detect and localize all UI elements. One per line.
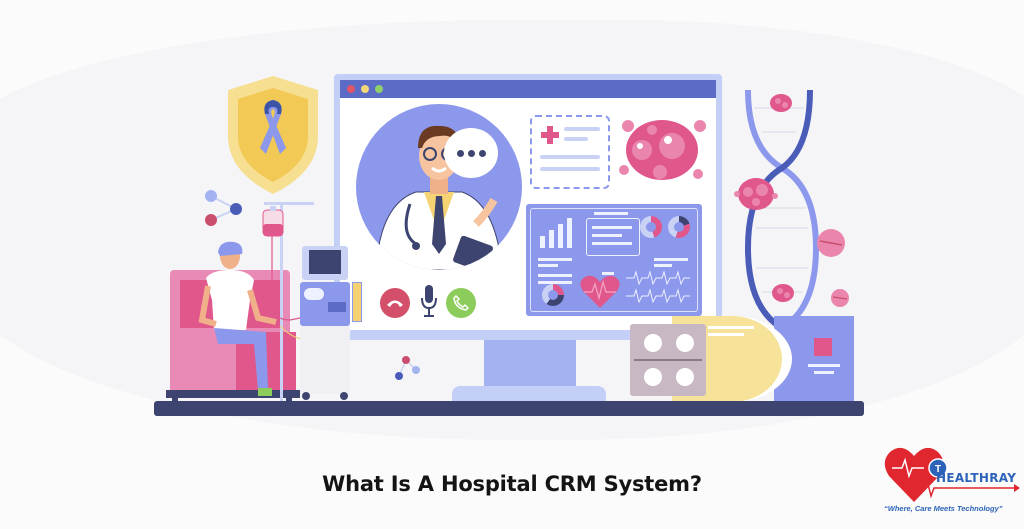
ecg-wave-icon xyxy=(626,270,690,304)
phone-hangup-icon xyxy=(387,300,403,307)
text-line xyxy=(564,137,588,141)
pill-icon xyxy=(817,229,845,257)
machine-screen xyxy=(309,250,341,274)
machine-fluid-tube xyxy=(352,282,362,322)
text-line xyxy=(592,234,622,237)
iv-pole xyxy=(280,204,283,404)
monitor-base xyxy=(452,386,606,401)
pill xyxy=(644,368,662,386)
text-line xyxy=(594,212,628,215)
end-call-button[interactable] xyxy=(380,288,410,318)
medical-record-card xyxy=(530,115,610,189)
text-line xyxy=(814,371,834,374)
doctor-illustration xyxy=(375,125,503,270)
pill xyxy=(676,368,694,386)
window-dot-red xyxy=(347,85,355,93)
machine-display xyxy=(304,288,324,300)
typing-dot xyxy=(478,149,486,157)
text-line xyxy=(538,281,572,284)
typing-dot xyxy=(456,149,464,157)
virus-cell-icon xyxy=(619,120,706,180)
typing-dot xyxy=(467,149,475,157)
divider xyxy=(634,359,702,361)
patient-in-chair xyxy=(166,241,300,406)
text-line xyxy=(538,264,558,267)
medical-cross-icon xyxy=(541,126,559,144)
heart-pulse-icon xyxy=(580,275,620,308)
heart-logo-icon: T xyxy=(884,447,1020,502)
machine-control-panel xyxy=(300,282,350,326)
text-line xyxy=(708,326,754,329)
microphone-button[interactable] xyxy=(421,284,437,318)
molecule-small-icon xyxy=(395,356,420,380)
donut-chart xyxy=(542,284,564,306)
text-line xyxy=(538,258,572,261)
text-line xyxy=(540,155,600,159)
iv-bag-icon xyxy=(262,206,284,237)
wheel xyxy=(302,392,310,400)
window-dot-green xyxy=(375,85,383,93)
donut-chart xyxy=(640,216,662,238)
text-line xyxy=(808,364,840,367)
text-line xyxy=(602,272,614,275)
molecule-icon xyxy=(205,190,242,226)
text-line xyxy=(538,274,572,277)
text-box xyxy=(586,218,640,256)
iv-pole-arm xyxy=(264,202,314,205)
analytics-dashboard xyxy=(526,204,702,316)
pill-small-icon xyxy=(831,289,849,307)
answer-call-button[interactable] xyxy=(446,288,476,318)
shield-ribbon-icon xyxy=(228,76,318,194)
wheel xyxy=(340,392,348,400)
pill xyxy=(676,334,694,352)
text-line xyxy=(654,258,688,261)
box-label xyxy=(814,338,832,356)
brand-tagline: “Where, Care Meets Technology” xyxy=(884,504,1003,513)
doctor-video-feed xyxy=(356,104,522,270)
machine-screen-frame xyxy=(302,246,348,280)
microphone-icon xyxy=(421,285,437,317)
text-line xyxy=(708,333,744,336)
virus-small-icon xyxy=(770,94,792,112)
pill xyxy=(644,334,662,352)
brand-name: HEALTHRAY xyxy=(936,471,1017,485)
machine-buttons xyxy=(328,302,346,312)
virus-small-icon xyxy=(772,284,794,302)
text-line xyxy=(564,127,600,131)
bar-chart-icon xyxy=(540,218,572,248)
text-line xyxy=(540,167,600,171)
text-line xyxy=(654,264,672,267)
text-line xyxy=(592,242,632,245)
window-dot-yellow xyxy=(361,85,369,93)
pill-blister-pack xyxy=(630,324,706,396)
text-line xyxy=(592,226,632,229)
healthray-logo[interactable]: T HEALTHRAY “Where, Care Meets Technolog… xyxy=(884,444,1020,516)
phone-icon xyxy=(453,295,469,311)
donut-chart xyxy=(668,216,690,238)
svg-text:T: T xyxy=(935,464,941,475)
chat-bubble xyxy=(444,128,498,178)
window-titlebar xyxy=(340,80,716,98)
page-title: What Is A Hospital CRM System? xyxy=(322,472,702,496)
machine-body xyxy=(300,326,350,394)
floor-platform xyxy=(154,401,864,416)
virus-medium-icon xyxy=(734,178,778,210)
dialysis-machine xyxy=(298,242,362,402)
dashboard-frame xyxy=(530,208,698,312)
monitor-stand xyxy=(484,340,576,386)
